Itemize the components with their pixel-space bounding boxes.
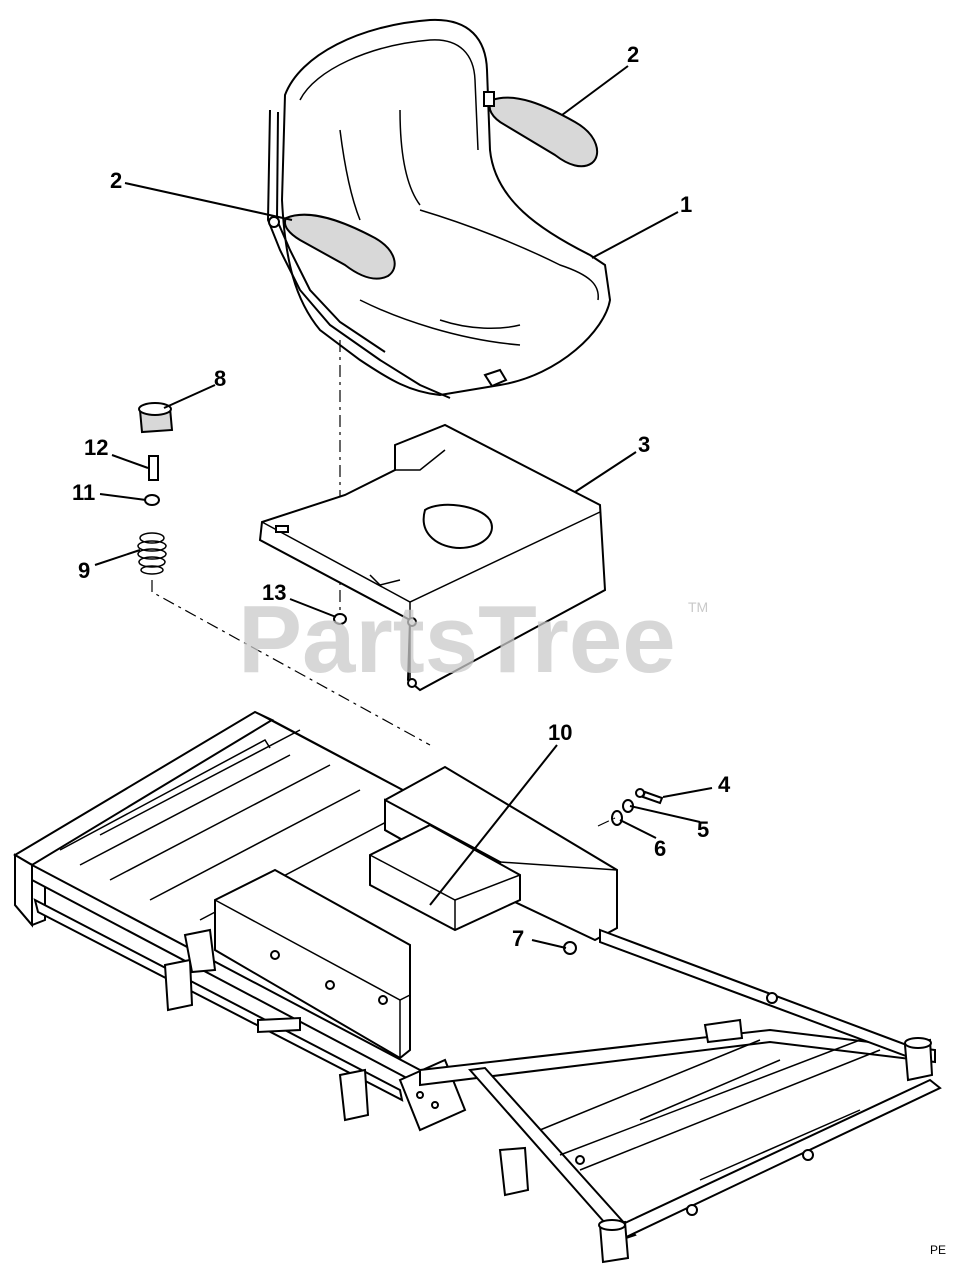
nut[interactable] [333,613,347,625]
bolt[interactable] [635,788,664,805]
callout-5[interactable]: 5 [697,817,709,842]
callout-4[interactable]: 4 [718,772,731,797]
flat-washer[interactable] [611,810,623,826]
callout-12[interactable]: 12 [84,435,108,460]
washer[interactable] [144,494,160,506]
callout-13[interactable]: 13 [262,580,286,605]
callout-9[interactable]: 9 [78,558,90,583]
spring[interactable] [137,532,167,575]
seat-plate[interactable] [258,423,607,692]
watermark-trademark: TM [688,599,708,615]
seat[interactable] [266,18,612,399]
callout-2-right-armrest[interactable]: 2 [627,42,639,67]
leader-lines [94,65,713,949]
watermark: PartsTree [238,586,676,693]
callout-6[interactable]: 6 [654,836,666,861]
main-frame[interactable] [13,710,942,1264]
callout-1[interactable]: 1 [680,192,692,217]
callout-8[interactable]: 8 [214,366,226,391]
diagram-code: PE [930,1243,946,1257]
callout-11[interactable]: 11 [72,480,95,505]
callout-3[interactable]: 3 [638,432,650,457]
callout-10[interactable]: 10 [548,720,572,745]
bumper-cap[interactable] [138,402,174,434]
callout-2-left-armrest[interactable]: 2 [110,168,122,193]
callout-7[interactable]: 7 [512,926,524,951]
pin[interactable] [148,455,159,481]
callouts: 1 2 2 3 4 5 6 7 8 9 10 11 12 13 [72,42,731,951]
